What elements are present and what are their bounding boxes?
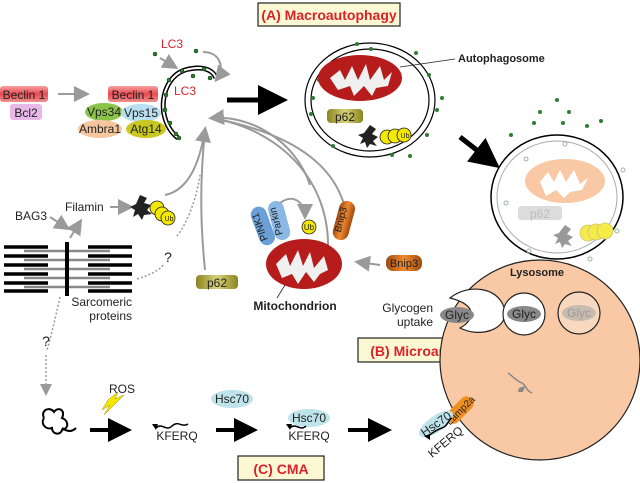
bnip3-free-label: Bnip3 xyxy=(390,258,418,270)
sarcomeric-label-line1: Sarcomeric xyxy=(71,295,132,309)
glycogen-uptake-line2: uptake xyxy=(397,315,433,329)
p62-free: p62 xyxy=(196,275,238,290)
vps15-label: Vps15 xyxy=(124,106,158,120)
autolysosome: p62 xyxy=(490,134,626,262)
cma-title-box: (C) CMA xyxy=(237,455,325,481)
lc3-dots xyxy=(152,48,213,141)
kferq-substrate-1: KFERQ xyxy=(152,422,198,443)
arrow-bag3 xyxy=(49,214,71,231)
autophagosome-pointer xyxy=(399,58,456,68)
beclin1-label: Beclin 1 xyxy=(3,88,46,102)
lysosome-label: Lysosome xyxy=(510,267,564,279)
mitochondrion-group: PINK1 Parkin Bnip3 Ub Mitochondrion xyxy=(250,197,355,313)
misfolded-protein xyxy=(41,408,77,435)
p62-free-label: p62 xyxy=(207,276,227,290)
p62-autophagosome-label: p62 xyxy=(335,110,355,124)
arrow-filamin xyxy=(66,218,83,239)
bag3-label: BAG3 xyxy=(15,209,47,223)
ros-lightning-icon xyxy=(101,391,125,416)
macroautophagy-title-box: (A) Macroautophagy xyxy=(257,2,401,27)
ubiquitinated-aggregate: Ub xyxy=(358,125,412,148)
bnip3-free: Bnip3 xyxy=(386,255,422,271)
hsc70-bound-label: Hsc70 xyxy=(292,411,326,425)
glyc-uptake-label: Glyc xyxy=(445,308,469,322)
dotted-link-sarcomere xyxy=(176,174,201,237)
filamin-label: Filamin xyxy=(65,200,104,214)
ub-mito-label: Ub xyxy=(304,223,315,232)
cma-title: (C) CMA xyxy=(253,461,308,477)
convergence-arrows xyxy=(164,109,348,271)
glycogen-vesicles: Glyc Glyc Glyc xyxy=(440,288,601,336)
arrow-to-autolysosome xyxy=(458,135,500,169)
lc3-top-label: LC3 xyxy=(161,37,183,51)
filamin-aggregate: Ub xyxy=(130,195,176,226)
autophagosome: p62 Ub xyxy=(304,42,444,158)
released-lc3-dots xyxy=(509,98,603,137)
ub-autophagosome-label: Ub xyxy=(401,133,410,140)
kferq-label-1: KFERQ xyxy=(156,429,197,443)
kferq-label-2: KFERQ xyxy=(288,429,329,443)
macroautophagy-title: (A) Macroautophagy xyxy=(261,7,397,23)
hsc70-free-label: Hsc70 xyxy=(215,392,249,406)
hsc70-free: Hsc70 xyxy=(211,390,253,408)
lc3-phagophore-label: LC3 xyxy=(174,84,196,98)
dotted-link-cma-upper xyxy=(46,296,61,351)
question-mark-2: ? xyxy=(42,333,50,349)
pi3k-complex: Beclin 1 Vps34 Vps15 Ambra1 Atg14 xyxy=(78,86,166,138)
beclin1-complex-label: Beclin 1 xyxy=(112,88,155,102)
question-mark-1: ? xyxy=(164,249,172,265)
sarcomeric-label-line2: proteins xyxy=(89,309,132,323)
kferq-hsc70-complex: Hsc70 KFERQ xyxy=(286,409,330,443)
autophagosome-label: Autophagosome xyxy=(458,53,545,65)
atg14-label: Atg14 xyxy=(130,122,162,136)
bcl2-label: Bcl2 xyxy=(14,106,38,120)
dotted-link-sarcomere-2 xyxy=(136,264,164,280)
glyc-vesicle-label: Glyc xyxy=(512,307,536,321)
ambra1-label: Ambra1 xyxy=(79,122,121,136)
arrow-bnip3 xyxy=(354,255,381,272)
ros-label: ROS xyxy=(109,382,135,396)
phagophore: LC3 LC3 xyxy=(152,37,231,141)
sarcomere xyxy=(4,242,132,296)
vps34-label: Vps34 xyxy=(87,105,121,119)
ub-filamin-label: Ub xyxy=(165,216,174,223)
mitochondrion-label: Mitochondrion xyxy=(253,299,336,313)
p62-lysosome-label: p62 xyxy=(530,207,550,221)
glycogen-uptake-line1: Glycogen xyxy=(382,301,433,315)
beclin1-bcl2-complex: Beclin 1 Bcl2 xyxy=(0,86,48,120)
glyc-degraded-label: Glyc xyxy=(567,306,591,320)
